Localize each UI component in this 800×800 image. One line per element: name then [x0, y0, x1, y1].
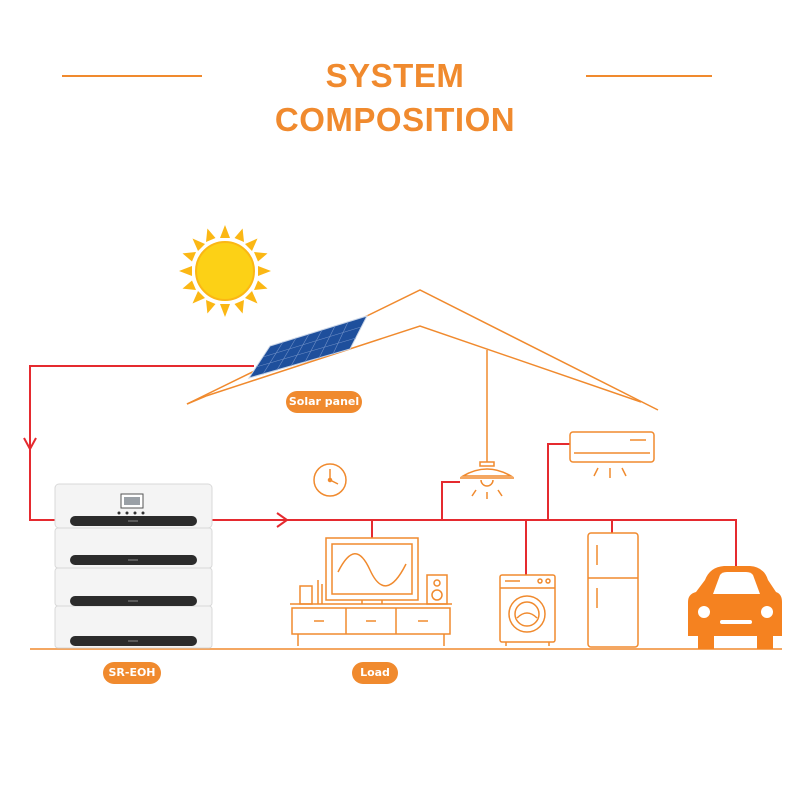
washing-machine-icon	[499, 574, 556, 646]
house-roof-icon	[186, 289, 659, 411]
clock-icon	[313, 463, 347, 497]
battery-stack-icon	[54, 483, 213, 649]
car-icon	[688, 566, 782, 649]
refrigerator-icon	[587, 532, 639, 648]
load-label: Load	[352, 662, 398, 684]
flow-arrow-right-icon	[276, 512, 289, 528]
tv-cabinet-icon	[290, 537, 452, 646]
title-rule-right	[586, 75, 712, 77]
sun-icon	[179, 225, 271, 317]
air-conditioner-icon	[569, 431, 655, 478]
solar-panel-label: Solar panel	[286, 391, 362, 413]
flow-arrow-down-icon	[23, 437, 37, 452]
solar-panel-icon	[247, 315, 368, 379]
battery-label: SR-EOH	[103, 662, 161, 684]
speaker-icon	[426, 574, 448, 605]
title-rule-left	[62, 75, 202, 77]
power-wiring	[29, 365, 737, 580]
ceiling-lamp-icon	[460, 350, 514, 499]
title-bar: SYSTEM COMPOSITION	[0, 54, 800, 138]
page-title: SYSTEM COMPOSITION	[274, 57, 516, 138]
